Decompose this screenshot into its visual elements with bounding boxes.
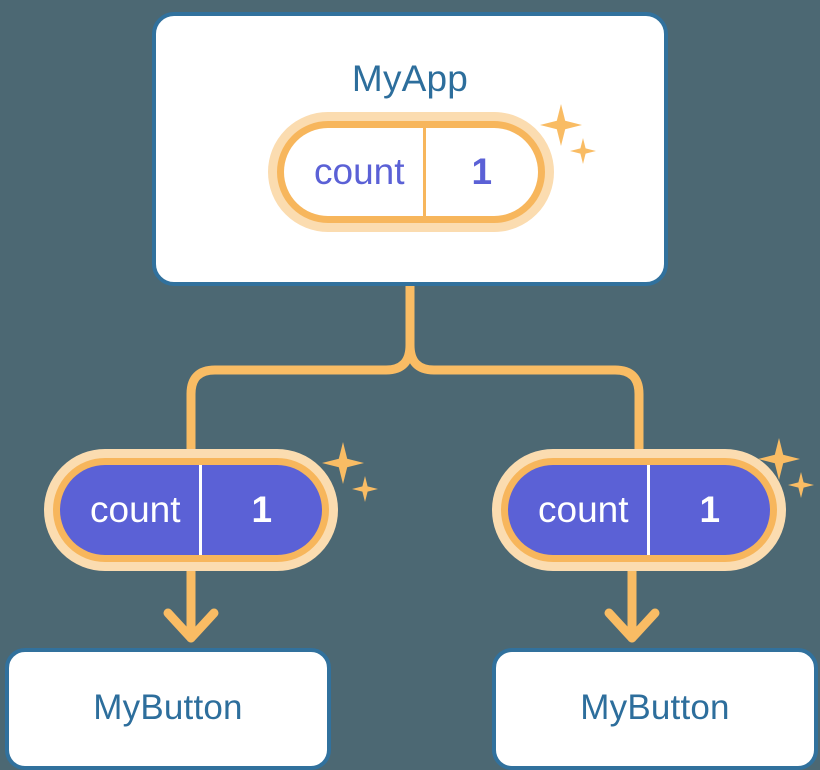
signal-divider bbox=[646, 465, 650, 555]
myapp-title: MyApp bbox=[351, 58, 469, 99]
signal-pill-body: count 1 bbox=[60, 465, 322, 555]
signal-divider bbox=[198, 465, 202, 555]
signal-pill-body: count 1 bbox=[284, 128, 538, 216]
sparkle-small-icon bbox=[352, 476, 378, 502]
connector-app-to-branch-right bbox=[405, 281, 644, 457]
connector-app-to-branch bbox=[186, 281, 415, 457]
signal-pill-body: count 1 bbox=[508, 465, 770, 555]
signal-value: 1 bbox=[699, 489, 721, 530]
sparkle-small-icon bbox=[788, 472, 814, 498]
signal-value: 1 bbox=[251, 489, 273, 530]
signal-name: count bbox=[314, 151, 405, 192]
arrowhead-right-icon bbox=[604, 608, 660, 643]
mybutton-card-left[interactable]: MyButton bbox=[5, 648, 331, 770]
signal-name: count bbox=[538, 489, 629, 530]
mybutton-card-right[interactable]: MyButton bbox=[492, 648, 818, 770]
mybutton-title: MyButton bbox=[93, 688, 243, 727]
signal-value: 1 bbox=[471, 151, 493, 192]
signal-divider bbox=[422, 128, 426, 216]
mybutton-title: MyButton bbox=[580, 688, 730, 727]
arrowhead-left-icon bbox=[163, 608, 219, 643]
signal-pill-right[interactable]: count 1 bbox=[492, 449, 786, 571]
signal-name: count bbox=[90, 489, 181, 530]
signal-pill-left[interactable]: count 1 bbox=[44, 449, 338, 571]
signal-pill-myapp[interactable]: count 1 bbox=[268, 112, 554, 232]
